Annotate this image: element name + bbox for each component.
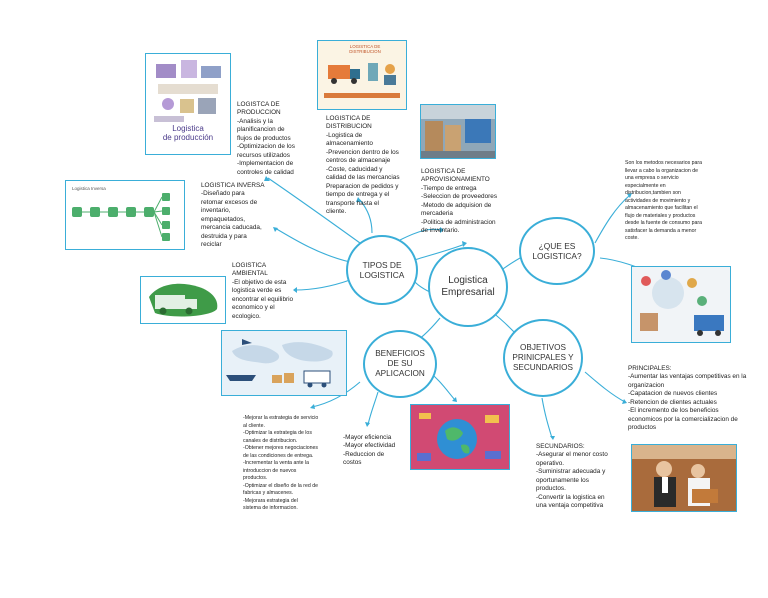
text-logistica-produccion: LOGISTCA DE PRODUCCION -Analisis y la pl… [237, 101, 295, 176]
link-tipos-aprovisionamiento [399, 228, 443, 241]
text-logistica-inversa: LOGISTICA INVERSA -Diseñado para retomar… [201, 182, 265, 249]
text-objetivos-secundarios: SECUNDARIOS: -Asegurar el menor costo op… [536, 443, 608, 510]
business-people-photo [632, 445, 736, 511]
image-objetivos-personas [631, 444, 737, 512]
globe-transport-illustration [411, 405, 509, 469]
node-beneficios[interactable]: BENEFICIOS DE SU APLICACION [363, 330, 437, 398]
central-label: Logistica Empresarial [441, 274, 495, 299]
world-map-transport [222, 331, 346, 395]
node-que-es-label: ¿QUE ES LOGISTICA? [532, 240, 582, 262]
logistics-network-illustration [632, 267, 730, 342]
inversa-image-title: Logistica Inversa [72, 186, 106, 191]
text-eficiencia: -Mayor eficiencia -Mayor efectividad -Re… [343, 434, 396, 467]
node-tipos-label: TIPOS DE LOGISTICA [359, 259, 405, 281]
reverse-flow-diagram [72, 193, 170, 241]
factory-illustration [154, 60, 221, 122]
link-beneficios-eficiencia [367, 391, 379, 426]
green-truck-icon [149, 283, 218, 317]
text-definicion-logistica: Son los metodos necesarios para llevar a… [625, 160, 703, 242]
node-que-es-logistica[interactable]: ¿QUE ES LOGISTICA? [519, 217, 595, 285]
node-objetivos-label: OBJETIVOS PRINICPALES Y SECUNDARIOS [512, 342, 574, 373]
link-objetivos-secundarios [541, 397, 553, 439]
central-node[interactable]: Logistica Empresarial [428, 247, 508, 327]
image-logistica-produccion: Logistica de producción [145, 53, 231, 155]
link-objetivos-principales [584, 371, 626, 403]
link-tipos-ambiental [294, 279, 351, 291]
image-globo-transporte [410, 404, 510, 470]
image-logistica-distribucion: LOGISTICA DE DISTRIBUCION [317, 40, 407, 110]
text-beneficios-lista: -Mejorar la estrategia de servicio al cl… [243, 415, 319, 512]
link-tipos-produccion [267, 177, 361, 244]
link-beneficios-lista [311, 381, 361, 408]
link-tipos-inversa [274, 227, 351, 263]
link-queEs-definicion [594, 194, 631, 244]
text-objetivos-principales: PRINCIPALES: -Aumentar las ventajas comp… [628, 365, 747, 432]
image-aprovisionamiento [420, 104, 496, 159]
image-beneficios-mapa [221, 330, 347, 396]
image-que-es-logistica [631, 266, 731, 343]
produccion-caption: Logistica de producción [162, 124, 214, 143]
image-logistica-ambiental [140, 276, 226, 324]
warehouse-photo [421, 105, 495, 158]
distribucion-caption: LOGISTICA DE DISTRIBUCION [349, 44, 381, 54]
text-logistica-aprovisionamiento: LOGISTICA DE APROVISIONAMIENTO -Tiempo d… [421, 168, 498, 235]
text-logistica-distribucion: LOGISTICA DE DISTRIBUCION -Logistica de … [326, 115, 400, 215]
node-beneficios-label: BENEFICIOS DE SU APLICACION [375, 348, 425, 379]
node-objetivos[interactable]: OBJETIVOS PRINICPALES Y SECUNDARIOS [503, 319, 583, 397]
image-logistica-inversa: Logistica Inversa [65, 180, 185, 250]
node-tipos-de-logistica[interactable]: TIPOS DE LOGISTICA [346, 235, 418, 305]
distribution-illustration [318, 41, 406, 109]
link-tipos-distribucion [359, 199, 373, 234]
text-logistica-ambiental: LOGISTICA AMBIENTAL -El objetivo de esta… [232, 262, 294, 320]
